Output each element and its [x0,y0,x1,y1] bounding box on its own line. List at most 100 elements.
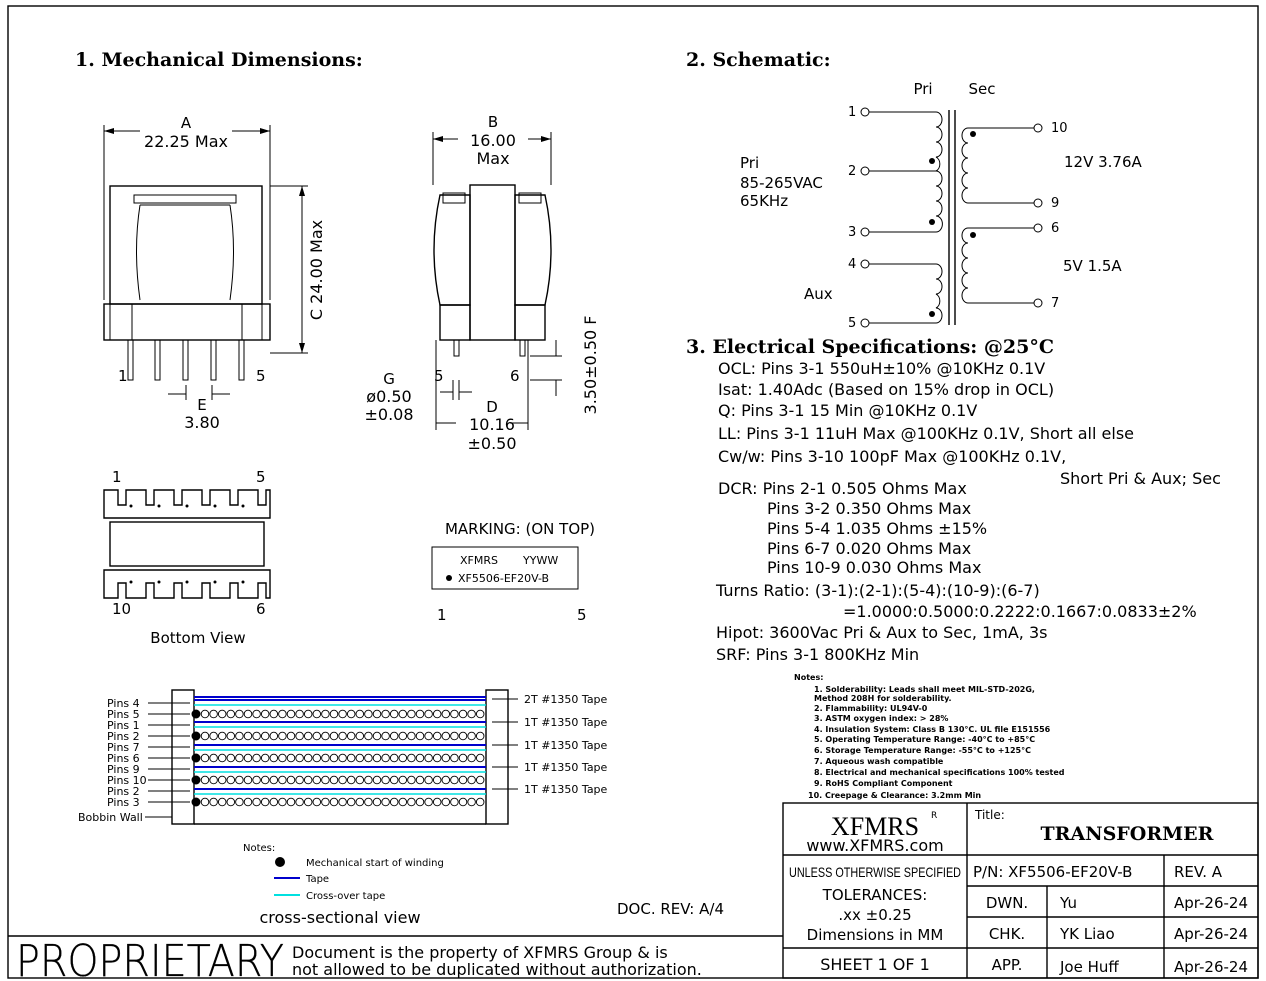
drawn-date: Apr-26-24 [1174,894,1248,912]
wire-turn [424,753,433,763]
wire-turn [243,731,253,741]
wire-turn [407,753,416,763]
wire-turn [389,753,399,763]
schematic-pri-freq: 65KHz [740,192,788,210]
wire-turn [286,709,296,719]
wire-turn [458,731,468,741]
registered-mark: R [931,811,937,821]
wire-turn [467,753,476,763]
wire-turn [432,731,442,741]
drawn-label: DWN. [986,894,1028,912]
dim-g-tol: ±0.08 [364,405,413,424]
wire-turn [321,731,330,741]
cross-pin-label: Pins 2 [107,730,140,743]
wire-turn [346,797,356,807]
wire-turn [372,775,382,785]
cross-pin-label: Pins 7 [107,741,140,754]
wire-turn [217,731,227,741]
note-9: 9. RoHS Compliant Component [814,779,953,788]
wire-turn [286,731,296,741]
wire-turn [415,731,425,741]
tolerance-value: .xx ±0.25 [838,906,911,924]
wire-turn [338,797,347,807]
wire-turn [252,753,261,763]
wire-turn [389,797,399,807]
note-4: 4. Insulation System: Class B 130°C. UL … [814,725,1051,734]
spec-turns-2: =1.0000:0.5000:0.2222:0.1667:0.0833±2% [843,602,1197,621]
tape-label: 1T #1350 Tape [524,716,608,729]
wire-turn [389,775,399,785]
cross-pin-label: Pins 10 [107,774,147,787]
unless-specified: UNLESS OTHERWISE SPECIFIED [789,864,961,880]
wire-turn [278,775,287,785]
checked-label: CHK. [989,925,1025,943]
wire-turn [235,753,244,763]
wire-turn [398,775,408,785]
wire-turn [424,731,433,741]
sheet-number: SHEET 1 OF 1 [820,955,930,974]
wire-turn [312,775,322,785]
wire-turn [389,709,399,719]
cross-pin-label: Pins 5 [107,708,140,721]
wire-turn [381,797,390,807]
dim-d-tol: ±0.50 [467,434,516,453]
note-10: 10. Creepage & Clearance: 3.2mm Min [808,791,981,800]
wire-turn [398,753,408,763]
wire-turn [441,797,451,807]
wire-turn [458,775,468,785]
drawn-name: Yu [1059,894,1077,912]
wire-turn [226,775,236,785]
spec-srf: SRF: Pins 3-1 800KHz Min [716,645,919,664]
bottom-view: 1 5 10 6 Bottom View [103,468,271,647]
wire-turn [415,775,425,785]
note-1: 1. Solderability: Leads shall meet MIL-S… [814,685,1035,694]
wire-turn [243,709,253,719]
approved-label: APP. [992,956,1023,974]
title-block: XFMRS R www.XFMRS.com Title: TRANSFORMER… [782,802,1259,979]
schematic-pri-header: Pri [913,80,932,98]
spec-cww: Cw/w: Pins 3-10 100pF Max @100KHz 0.1V, [718,447,1066,466]
drawing-title: TRANSFORMER [1041,823,1214,845]
electrical-specs: OCL: Pins 3-1 550uH±10% @10KHz 0.1V Isat… [715,359,1221,664]
notes: Notes: 1. Solderability: Leads shall mee… [794,673,1065,800]
wire-turn [441,731,451,741]
wire-turn [407,797,416,807]
schematic-output-5v: 5V 1.5A [1063,257,1122,275]
wire-turn [278,731,287,741]
schematic-pin3: 3 [848,225,856,240]
wire-turn [475,709,485,719]
schematic: Pri Sec Pri 85-265VAC 65KHz Aux 1 2 3 4 … [740,80,1143,331]
wire-turn [458,753,468,763]
wire-turn [235,731,244,741]
note-6: 6. Storage Temperature Range: -55°C to +… [814,746,1031,755]
wire-turn [329,775,339,785]
wire-turn [209,731,218,741]
wire-turn [303,731,313,741]
wire-turn [321,709,330,719]
wire-turn [346,709,356,719]
winding-start-dot [191,797,201,807]
note-7: 7. Aqueous wash compatible [814,757,944,766]
bobbin-wall-label: Bobbin Wall [78,811,143,824]
wire-turn [467,775,476,785]
wire-turn [209,709,218,719]
note-3: 3. ASTM oxygen index: > 28% [814,714,948,723]
spec-turns: Turns Ratio: (3-1):(2-1):(5-4):(10-9):(6… [715,581,1040,600]
wire-turn [389,731,399,741]
wire-turn [200,731,210,741]
wire-turn [269,775,279,785]
dim-e-value: 3.80 [184,413,220,432]
legend-winding-start: Mechanical start of winding [306,858,444,869]
wire-turn [415,753,425,763]
wire-turn [432,753,442,763]
wire-turn [260,709,270,719]
side-pin6: 6 [510,367,520,385]
wire-turn [226,709,236,719]
side-pin5: 5 [434,367,444,385]
wire-turn [303,775,313,785]
winding-start-dot [191,731,201,741]
title-label: Title: [974,808,1005,822]
wire-turn [269,753,279,763]
